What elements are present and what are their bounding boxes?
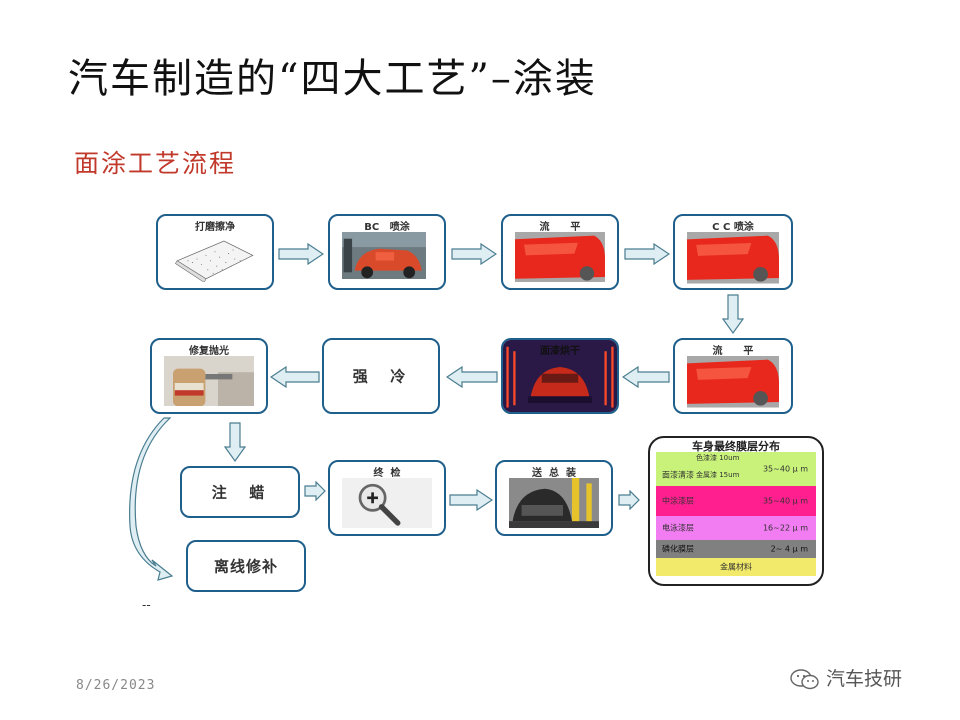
step-bc-spray-label: BC 喷涂 [364,222,410,233]
stray-dash: -- [142,598,151,612]
arrow-right-4 [304,481,326,501]
arrow-right-5 [449,489,493,511]
arrow-down-2 [224,422,246,462]
layer-primer-name: 中涂漆层 [662,496,694,506]
arrow-right-6 [618,490,640,510]
page-title: 汽车制造的“四大工艺”–涂装 [68,56,597,102]
curved-arrow-to-repair [129,417,174,581]
layer-phosphate-thickness: 2~ 4 μ m [770,544,808,554]
step-offline-repair-box: 离线修补 [186,540,306,592]
watermark-text: 汽车技研 [826,668,903,690]
oven-photo [503,340,617,412]
step-topcoat-bake-box: 面漆烘干 [501,338,619,414]
slide-date: 8/26/2023 [76,678,156,693]
layer-phosphate-name: 磷化膜层 [662,544,694,554]
polishing-photo [164,356,254,407]
step-sanding-label: 打磨擦净 [195,222,235,233]
layer-topcoat-name: 面漆清漆 [662,470,694,480]
red-car-photo-2 [687,232,779,284]
arrow-right-3 [624,243,670,265]
step-polish-box: 修复抛光 [150,338,268,414]
step-final-inspection-label: 终 检 [373,468,401,479]
layer-topcoat-thickness: 35~40 μ m [762,464,808,474]
layer-metal: 金属材料 [656,558,816,576]
page-subtitle: 面涂工艺流程 [74,149,237,178]
layer-topcoat: 色漆漆 10um 金属漆 15um 面漆清漆 35~40 μ m [656,452,816,486]
wechat-icon [790,668,819,689]
watermark: 汽车技研 [790,664,902,691]
arrow-left-3 [270,366,320,388]
step-sanding-box: 打磨擦净 [156,214,274,290]
step-polish-label: 修复抛光 [189,346,229,357]
step-topcoat-bake-label: 面漆烘干 [540,346,580,357]
layer-electrocoat-thickness: 16~22 μ m [762,523,808,533]
assembly-photo [509,478,599,529]
arrow-right-1 [278,243,324,265]
step-offline-repair-label: 离线修补 [213,557,278,576]
layer-electrocoat-name: 电泳漆层 [662,523,694,533]
arrow-down-1 [722,294,744,334]
coating-layers-diagram: 车身最终膜层分布 色漆漆 10um 金属漆 15um 面漆清漆 35~40 μ … [648,436,824,586]
layer-topcoat-note1: 色漆漆 10um [696,454,740,462]
step-to-assembly-box: 送 总 装 [495,460,613,536]
step-cc-spray-label: C C 喷涂 [712,222,754,233]
step-waxing-label: 注 蜡 [211,483,269,502]
step-leveling-1-label: 流 平 [539,222,581,233]
arrow-left-2 [446,366,498,388]
bc-spray-photo [342,232,426,280]
layers-title: 车身最终膜层分布 [692,440,780,453]
sanding-pad-image [175,240,254,283]
step-to-assembly-label: 送 总 装 [532,468,576,479]
arrow-left-1 [622,366,670,388]
layer-metal-name: 金属材料 [720,562,752,572]
step-waxing-box: 注 蜡 [180,466,300,518]
arrow-right-2 [451,243,497,265]
red-car-photo-1 [515,232,605,283]
step-leveling-2-label: 流 平 [712,346,754,357]
step-forced-cooling-box: 强 冷 [322,338,440,414]
magnifier-icon [342,478,432,529]
red-car-photo-3 [687,356,779,408]
step-bc-spray-box: BC 喷涂 [328,214,446,290]
layer-primer-thickness: 35~40 μ m [762,496,808,506]
step-final-inspection-box: 终 检 [328,460,446,536]
step-cc-spray-box: C C 喷涂 [673,214,793,290]
step-forced-cooling-label: 强 冷 [352,367,410,386]
step-leveling-1-box: 流 平 [501,214,619,290]
layer-primer: 中涂漆层 35~40 μ m [656,486,816,516]
layer-topcoat-note2: 金属漆 15um [696,471,740,479]
layer-electrocoat: 电泳漆层 16~22 μ m [656,516,816,540]
step-leveling-2-box: 流 平 [673,338,793,414]
layer-phosphate: 磷化膜层 2~ 4 μ m [656,540,816,558]
